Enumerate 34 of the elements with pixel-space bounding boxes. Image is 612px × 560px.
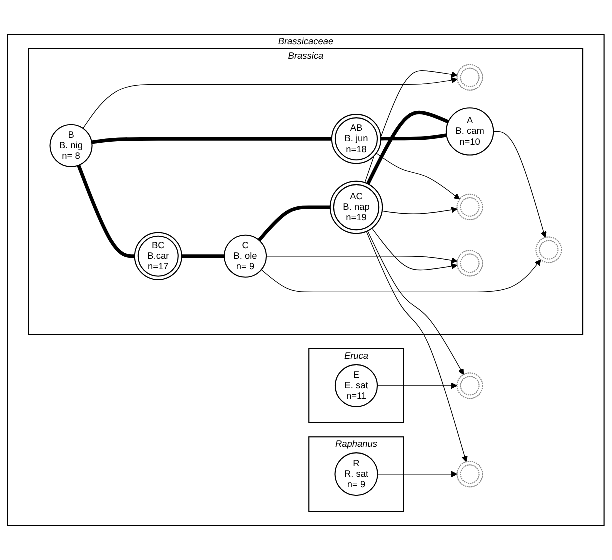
connector [182,254,224,258]
connector [92,137,332,144]
node-circle [134,232,182,280]
connector [366,110,450,185]
node-circle [330,180,384,234]
node-circle [331,114,382,164]
node-circle [334,364,378,408]
arrow [82,77,458,129]
node-circle [456,372,484,399]
arrow [366,231,468,462]
arrow [367,230,464,375]
node-circle [536,236,562,264]
connector [381,133,448,140]
cluster [308,436,404,512]
connector [77,164,135,258]
cluster [28,48,584,336]
node-circle [224,234,268,278]
node-circle [50,124,93,168]
arrow [377,382,458,389]
arrow [261,259,542,292]
node-circle [456,64,484,91]
arrow [382,206,458,214]
arrow [266,256,458,264]
node-circle [456,250,484,277]
node-circle [456,460,484,488]
arrow [493,131,547,238]
arrow [376,152,460,200]
cluster [308,348,404,424]
arrow [377,471,458,478]
arrow [372,228,458,270]
node-circle [456,194,484,220]
node-circle [334,452,378,496]
connector [258,206,330,242]
node-circle [446,107,494,156]
